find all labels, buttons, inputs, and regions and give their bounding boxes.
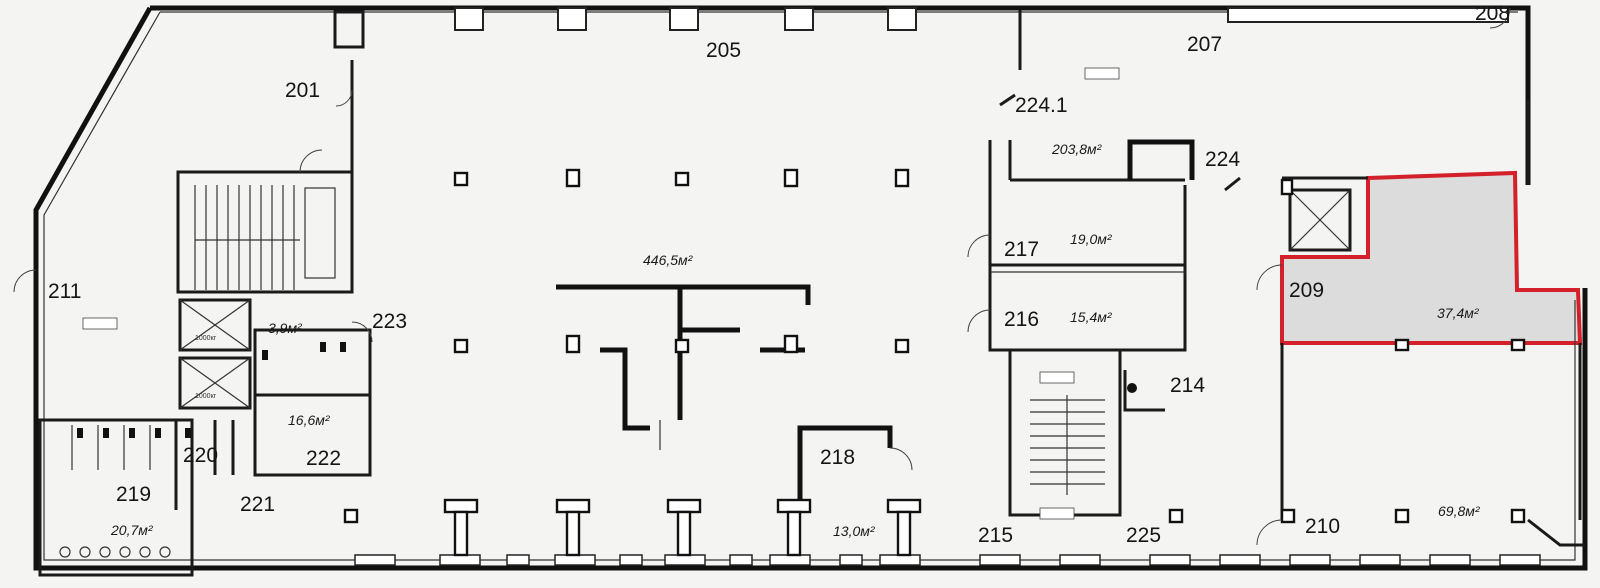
area-main-hall: 446,5м² <box>643 252 694 268</box>
room-215: 215 <box>978 524 1013 547</box>
area-209: 37,4м² <box>1437 305 1480 321</box>
outer-walls <box>33 5 1588 571</box>
room-224: 224 <box>1205 148 1240 171</box>
central-partitions <box>556 284 811 450</box>
wc-block <box>38 10 372 577</box>
room-222: 222 <box>306 447 341 470</box>
pier-columns <box>443 498 922 557</box>
door-swings <box>13 7 1511 546</box>
room-218: 218 <box>820 446 855 469</box>
area-216: 15,4м² <box>1070 309 1113 325</box>
columns <box>343 168 1526 524</box>
svg-text:1000кг: 1000кг <box>195 393 217 400</box>
svg-text:1000кг: 1000кг <box>195 335 217 342</box>
room-205: 205 <box>706 39 741 62</box>
level-marks <box>82 67 1120 520</box>
room-207: 207 <box>1187 33 1222 56</box>
area-223: 3,9м² <box>268 320 303 336</box>
left-stair-block: 1000кг 1000кг <box>176 170 354 410</box>
area-222: 16,6м² <box>288 412 331 428</box>
room-209[interactable]: 209 <box>1289 279 1324 302</box>
area-219: 20,7м² <box>110 522 154 538</box>
room-223: 223 <box>372 310 407 333</box>
area-218: 13,0м² <box>833 523 876 539</box>
room-225: 225 <box>1126 524 1161 547</box>
right-zone-walls <box>1224 176 1582 520</box>
top-facade <box>454 7 1509 31</box>
room-208: 208 <box>1475 2 1510 25</box>
area-labels: 446,5м² 203,8м² 19,0м² 15,4м² 37,4м² 69,… <box>110 141 1481 539</box>
room-214: 214 <box>1170 374 1205 397</box>
right-stair-block <box>1008 348 1165 517</box>
room-218-walls <box>797 425 893 510</box>
room-labels: 201 205 207 208 209 210 211 214 215 216 … <box>48 2 1510 547</box>
room-217: 217 <box>1004 238 1039 261</box>
area-203: 203,8м² <box>1051 141 1103 157</box>
room-216: 216 <box>1004 308 1039 331</box>
room-201: 201 <box>285 79 320 102</box>
right-middle-rooms <box>988 10 1195 352</box>
room-220: 220 <box>183 444 218 467</box>
room-224-1: 224.1 <box>1015 94 1068 117</box>
room-211: 211 <box>48 280 81 303</box>
room-221: 221 <box>240 493 275 516</box>
room-210: 210 <box>1305 515 1340 538</box>
room-219: 219 <box>116 483 151 506</box>
area-217: 19,0м² <box>1070 231 1113 247</box>
area-210: 69,8м² <box>1438 503 1481 519</box>
highlighted-room-209[interactable] <box>1280 170 1583 345</box>
